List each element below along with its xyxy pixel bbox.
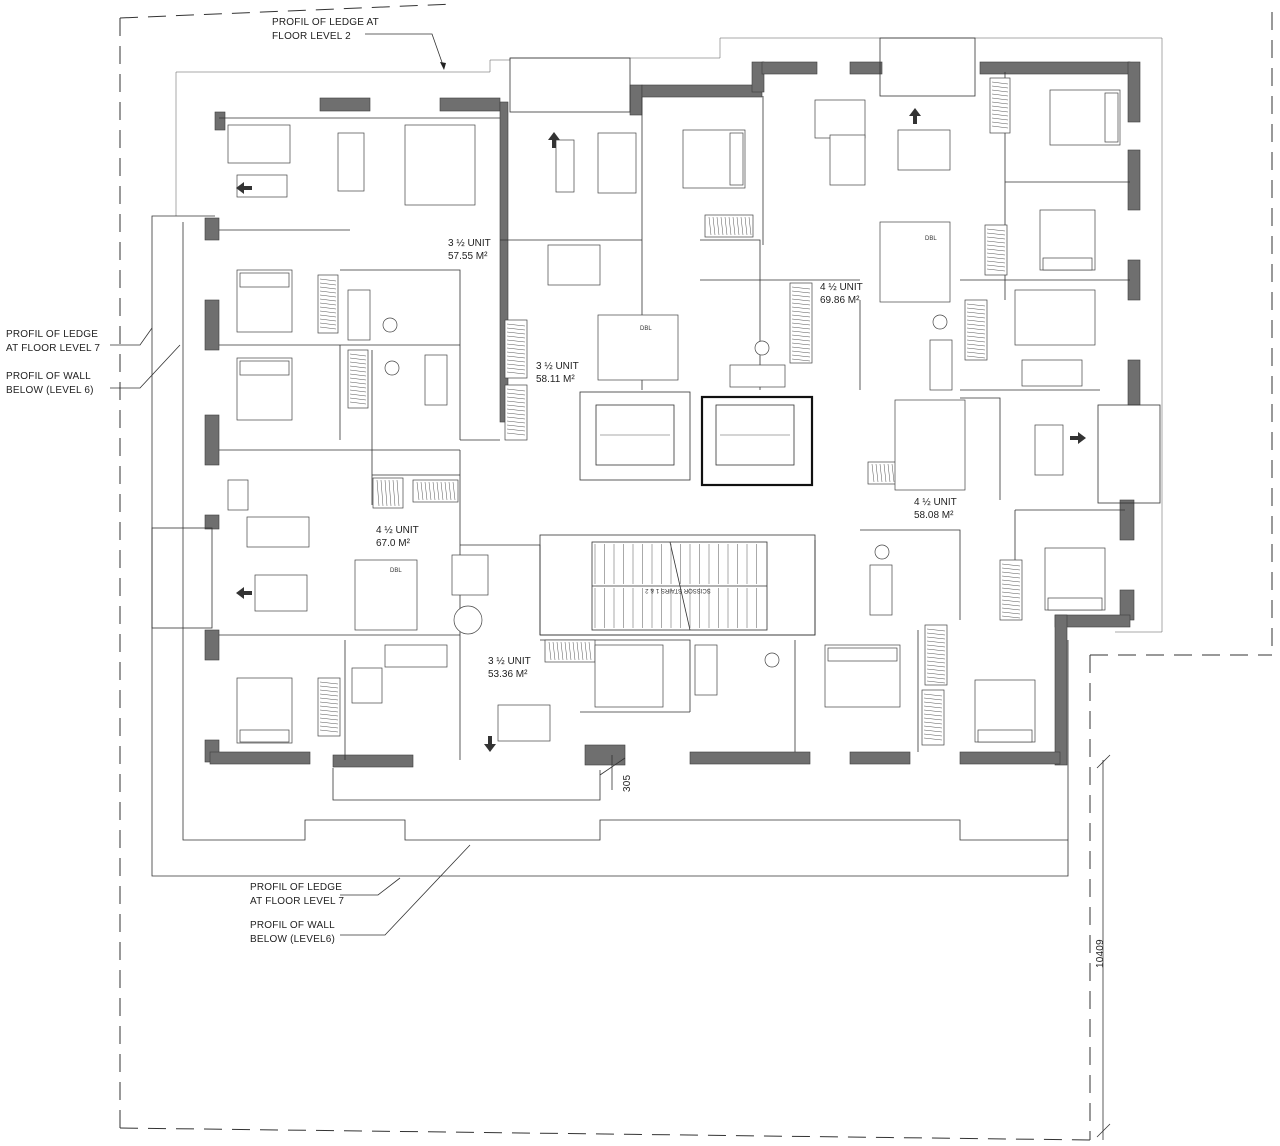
wardrobe-icon — [984, 224, 1008, 276]
bed-icon — [236, 269, 293, 333]
dining-table-icon — [1034, 424, 1064, 476]
dimension-10409: 10409 — [1095, 939, 1106, 968]
scissor-stairs: SCISSOR STAIRS 1 & 2 — [539, 534, 816, 636]
chute-icon — [453, 605, 483, 635]
toilet-icon — [382, 317, 398, 333]
wardrobe-icon — [504, 319, 528, 379]
kitchen-counter — [594, 644, 664, 708]
wardrobe-icon — [999, 559, 1023, 621]
arrow-left-icon — [236, 182, 252, 194]
bathtub-icon — [347, 289, 371, 341]
arrow-down-icon — [484, 736, 496, 752]
callout-leaders — [110, 33, 471, 936]
unit-label: 3 ½ UNIT 53.36 M² — [488, 656, 533, 680]
arrow-left-icon — [236, 587, 252, 599]
callout-ledge-level7-bottom: PROFIL OF LEDGE AT FLOOR LEVEL 7 — [250, 882, 345, 907]
wardrobe-icon — [412, 479, 459, 503]
unit-label: 4 ½ UNIT 67.0 M² — [376, 525, 421, 549]
wardrobe-icon — [921, 689, 945, 746]
wardrobe-icon — [372, 477, 404, 509]
kitchen-counter — [404, 124, 476, 206]
wardrobes — [317, 77, 1023, 746]
exterior-walls — [204, 61, 1141, 768]
sofa-icon — [227, 479, 310, 548]
stack-label: DBL — [640, 326, 652, 332]
wardrobe-icon — [504, 384, 528, 441]
wardrobe-icon — [544, 639, 596, 663]
stairs-label: SCISSOR STAIRS 1 & 2 — [645, 587, 711, 593]
site-outline — [119, 3, 1273, 1141]
kitchen-counter — [894, 399, 966, 491]
dimension-lines — [599, 754, 1111, 1140]
wardrobe-icon — [317, 274, 339, 334]
wardrobe-icon — [317, 677, 341, 737]
unit-label: 4 ½ UNIT 69.86 M² — [820, 282, 865, 306]
bathtub-icon — [424, 354, 448, 406]
dining-table-icon — [897, 129, 951, 171]
kitchen-counter — [597, 314, 679, 381]
wardrobe-icon — [964, 299, 988, 361]
entry-arrows — [236, 108, 1086, 752]
kitchen-counter — [354, 559, 418, 631]
bed-icon — [236, 677, 293, 744]
wardrobe-icon — [989, 77, 1011, 134]
wardrobe-icon — [924, 624, 948, 686]
sofa-icon — [814, 99, 866, 186]
toilet-icon — [874, 544, 890, 560]
arrow-up-icon — [909, 108, 921, 124]
arrow-up-icon — [548, 132, 560, 148]
callout-wall-level6-bottom: PROFIL OF WALL BELOW (LEVEL6) — [250, 920, 337, 945]
balconies — [151, 37, 1161, 629]
sofa-icon — [555, 132, 637, 194]
unit-label: 4 ½ UNIT 58.08 M² — [914, 497, 959, 521]
wardrobe-icon — [704, 214, 754, 238]
callout-ledge-level2: PROFIL OF LEDGE AT FLOOR LEVEL 2 — [272, 17, 382, 42]
furniture: DBL DBL DBL — [227, 77, 1121, 746]
stack-label: DBL — [390, 568, 402, 574]
bed-icon — [1049, 89, 1121, 146]
bathtub-icon — [694, 644, 718, 696]
dining-table-icon — [337, 132, 365, 192]
toilet-icon — [764, 652, 780, 668]
ledge-level7-outline — [151, 215, 1069, 877]
stack-label: DBL — [925, 236, 937, 242]
bed-icon — [974, 679, 1036, 743]
unit-label: 3 ½ UNIT 58.11 M² — [536, 361, 581, 385]
callout-ledge-level7-left: PROFIL OF LEDGE AT FLOOR LEVEL 7 — [6, 329, 101, 354]
arrow-right-icon — [1070, 432, 1086, 444]
bed-icon — [1039, 209, 1096, 271]
unit-label: 3 ½ UNIT 57.55 M² — [448, 238, 493, 262]
bed-icon — [236, 357, 293, 421]
wardrobe-icon — [789, 282, 813, 364]
bed-icon — [1044, 547, 1106, 611]
toilet-icon — [754, 340, 770, 356]
chute-icon — [451, 554, 489, 596]
bed-icon — [824, 644, 901, 708]
toilet-icon — [384, 360, 400, 376]
kitchen-counter — [879, 221, 951, 303]
toilet-icon — [932, 314, 948, 330]
dining-table-icon — [497, 704, 551, 742]
sofa-icon — [351, 644, 448, 704]
bathtub-icon — [929, 339, 953, 391]
sofa-icon — [1014, 289, 1096, 387]
bathtub-icon — [869, 564, 893, 616]
wardrobe-icon — [347, 349, 369, 409]
sofa-icon — [227, 124, 291, 198]
stair-treads — [594, 544, 757, 628]
callout-wall-level6-left: PROFIL OF WALL BELOW (LEVEL 6) — [6, 371, 94, 396]
bathtub-icon — [729, 364, 786, 388]
dining-table-icon — [254, 574, 308, 612]
dining-table-icon — [547, 244, 601, 286]
elevator-core — [579, 391, 814, 487]
bed-icon — [682, 129, 746, 189]
dimension-305: 305 — [622, 774, 633, 792]
